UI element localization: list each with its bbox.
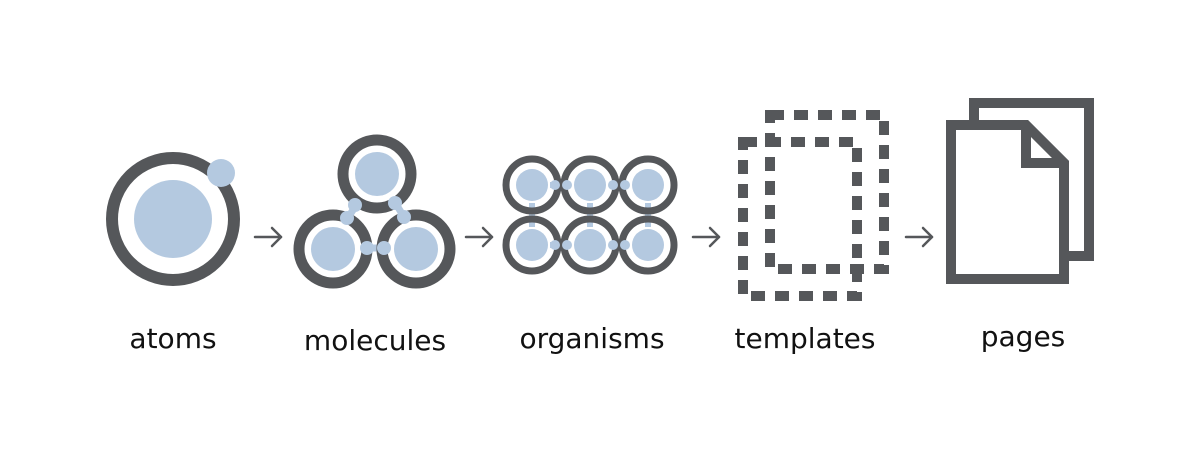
templates-label: templates	[735, 322, 876, 355]
template-icon	[738, 110, 889, 301]
pages-label: pages	[981, 320, 1066, 353]
arrow-right-icon	[904, 226, 934, 248]
molecule-icon	[293, 134, 456, 289]
arrow-right-icon	[464, 226, 494, 248]
atoms-label: atoms	[129, 322, 216, 355]
arrow-right-icon	[691, 226, 721, 248]
arrow-right-icon	[253, 226, 283, 248]
pages-icon	[946, 98, 1094, 284]
organisms-label: organisms	[519, 322, 664, 355]
organism-icon	[502, 155, 678, 275]
atom-icon	[106, 152, 240, 286]
molecules-label: molecules	[304, 324, 446, 357]
